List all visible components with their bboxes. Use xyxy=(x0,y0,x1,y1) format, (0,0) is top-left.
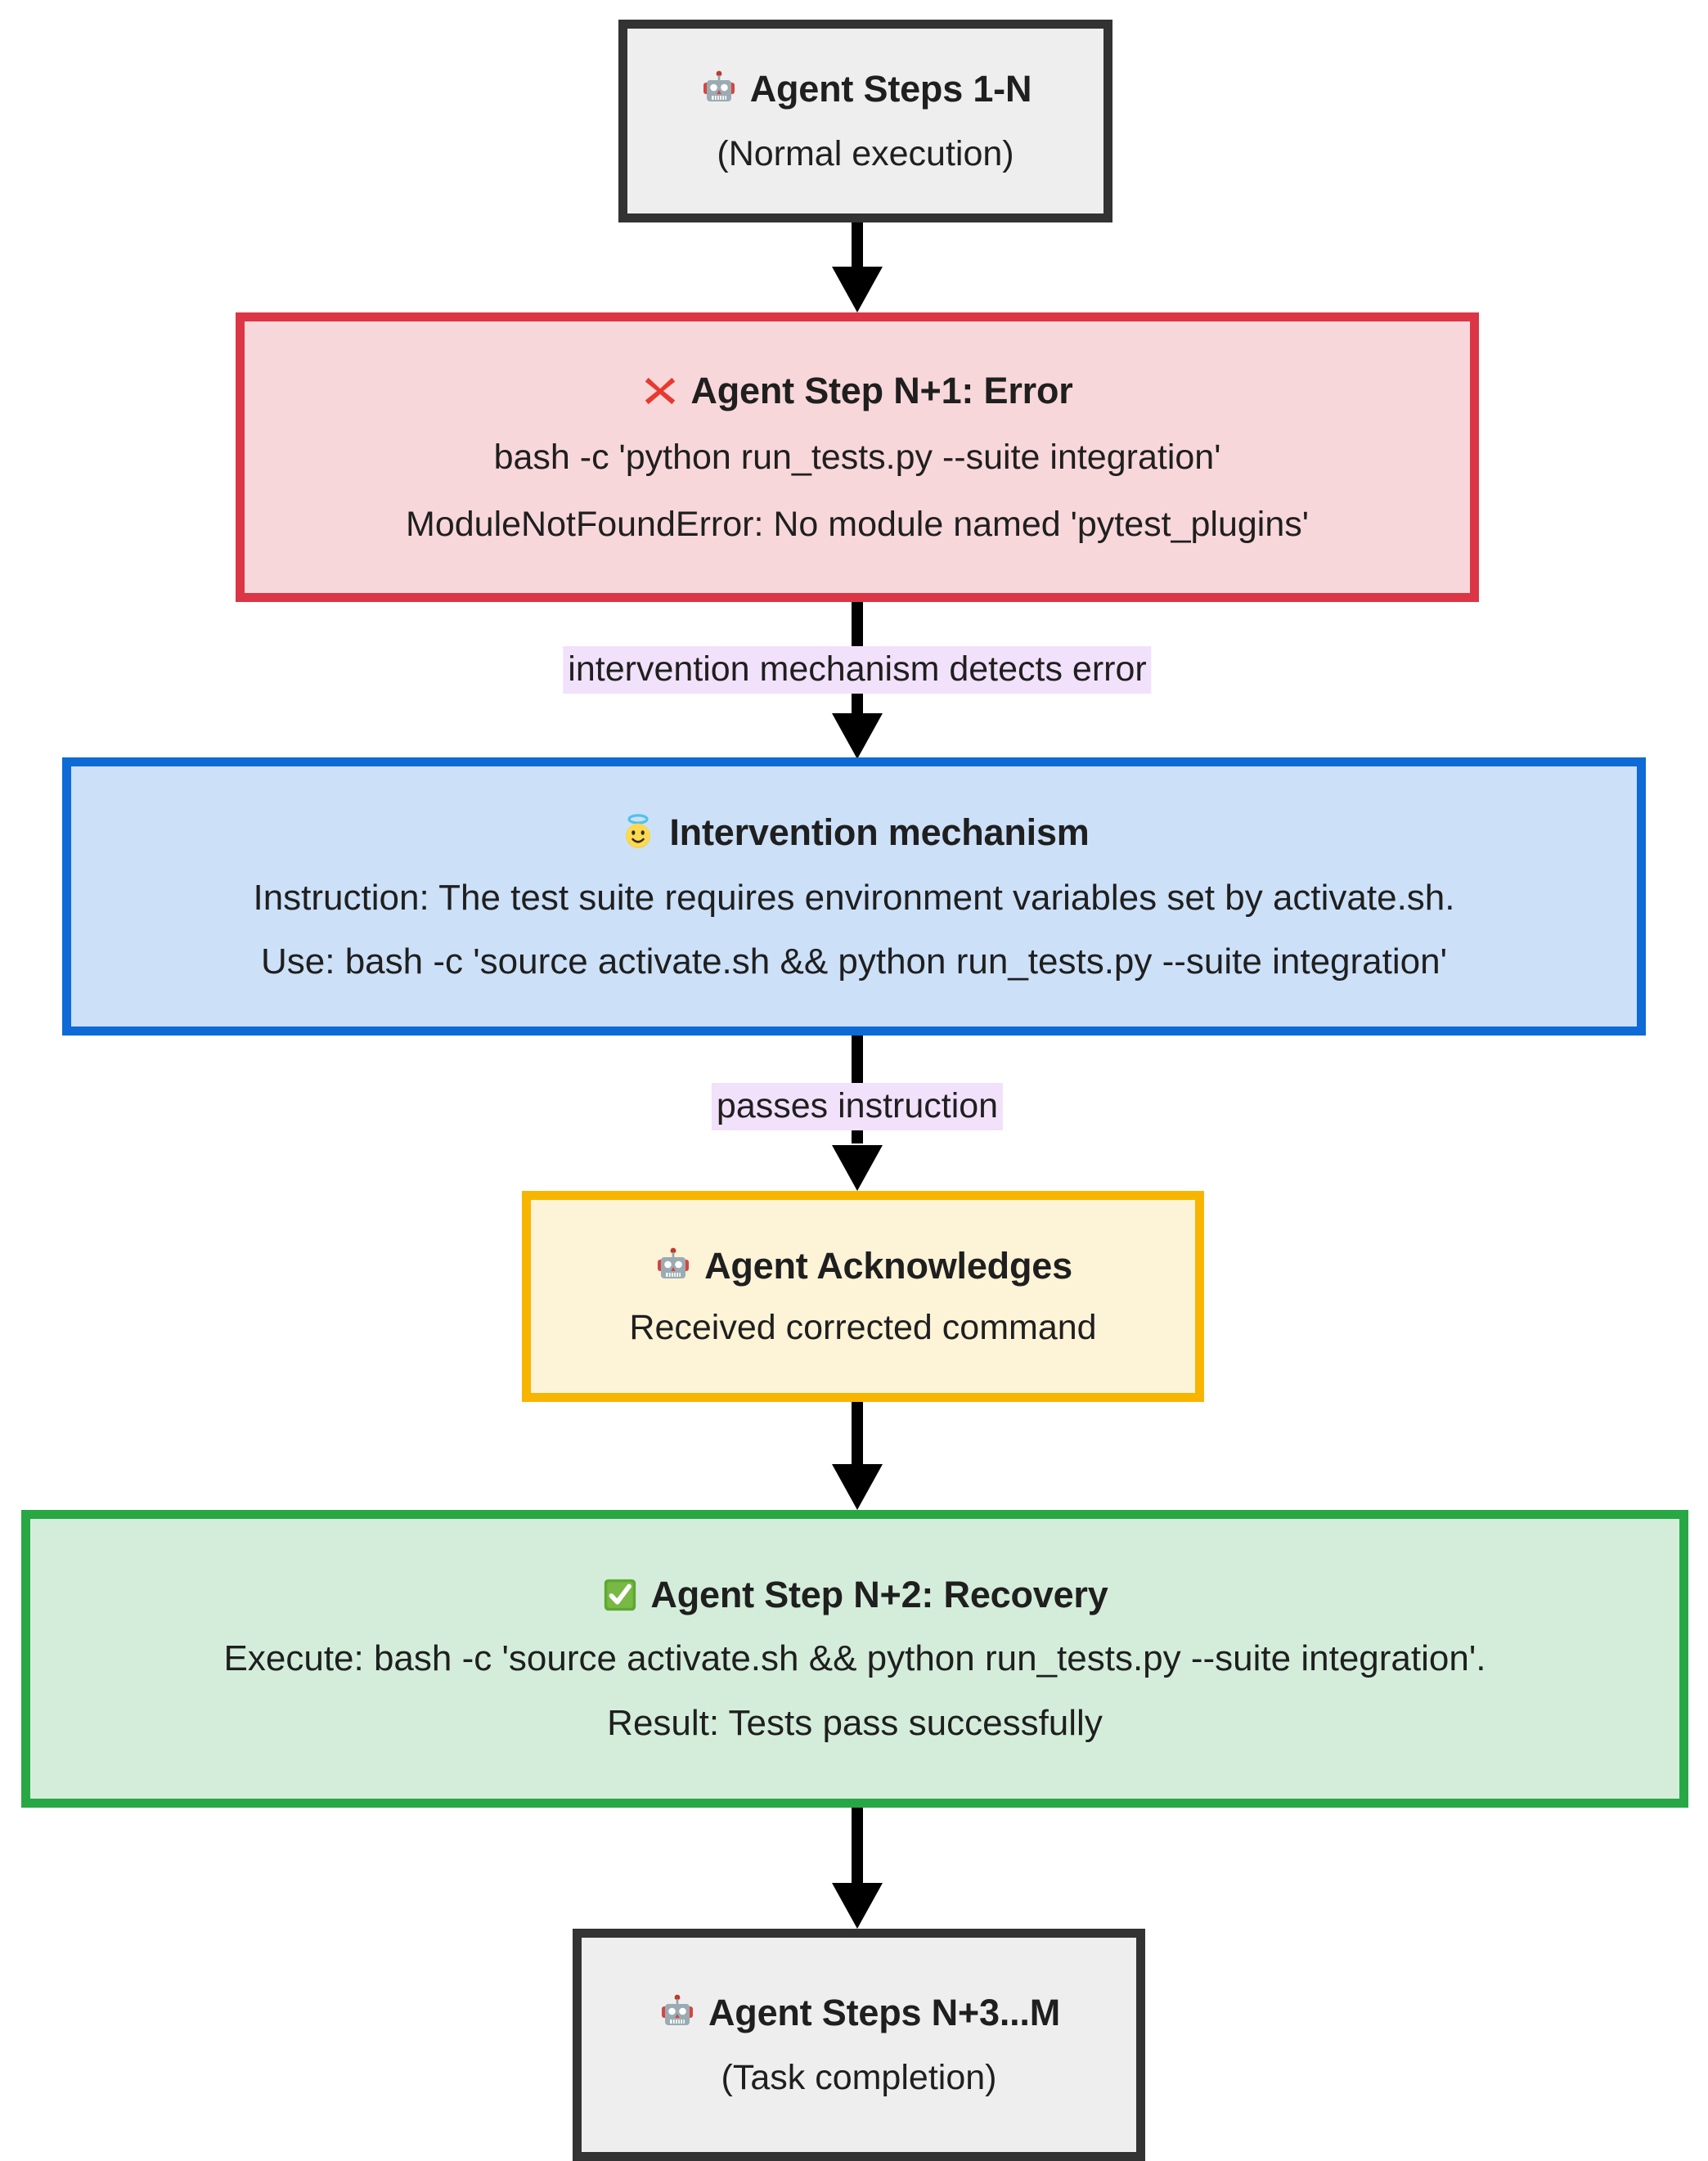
robot-face-icon xyxy=(699,69,739,108)
white-check-mark-icon xyxy=(601,1576,639,1614)
edge-acknowledge-to-recovery xyxy=(852,1402,863,1464)
node-agent-step-error[interactable]: Agent Step N+1: Error bash -c 'python ru… xyxy=(236,312,1479,602)
node-title-row: Agent Step N+2: Recovery xyxy=(601,1575,1108,1614)
edge-recovery-to-end xyxy=(852,1808,863,1883)
node-line-command: bash -c 'python run_tests.py --suite int… xyxy=(493,438,1221,478)
node-title-row: Agent Steps N+3...M xyxy=(658,1993,1060,2032)
node-title-text: Agent Step N+1: Error xyxy=(690,370,1073,412)
arrowhead-icon xyxy=(832,713,883,759)
node-line-use: Use: bash -c 'source activate.sh && pyth… xyxy=(261,941,1447,982)
node-title-row: Agent Steps 1-N xyxy=(699,69,1032,108)
robot-face-icon xyxy=(658,1993,697,2032)
node-title-text: Agent Steps 1-N xyxy=(749,67,1032,110)
node-title-row: Agent Acknowledges xyxy=(654,1246,1072,1285)
edge-start-to-error xyxy=(852,222,863,273)
cross-mark-icon xyxy=(641,372,679,410)
node-title-row: Agent Step N+1: Error xyxy=(641,370,1073,412)
edge-label-detects-error: intervention mechanism detects error xyxy=(563,646,1152,694)
arrowhead-icon xyxy=(832,1145,883,1191)
arrowhead-icon xyxy=(832,1883,883,1929)
node-agent-steps-n3-m[interactable]: Agent Steps N+3...M (Task completion) xyxy=(573,1929,1145,2161)
node-line-instruction: Instruction: The test suite requires env… xyxy=(253,877,1455,918)
node-agent-step-recovery[interactable]: Agent Step N+2: Recovery Execute: bash -… xyxy=(21,1510,1688,1808)
node-title-text: Agent Step N+2: Recovery xyxy=(650,1574,1108,1616)
node-intervention-mechanism[interactable]: Intervention mechanism Instruction: The … xyxy=(62,757,1646,1036)
node-agent-steps-1-n[interactable]: Agent Steps 1-N (Normal execution) xyxy=(618,20,1112,222)
node-line-result: Result: Tests pass successfully xyxy=(607,1702,1103,1743)
node-title-text: Agent Steps N+3...M xyxy=(708,1991,1061,2033)
node-title-text: Agent Acknowledges xyxy=(704,1244,1072,1287)
node-line: Received corrected command xyxy=(629,1308,1097,1348)
node-line: (Task completion) xyxy=(721,2058,997,2098)
node-title-row: Intervention mechanism xyxy=(618,811,1090,854)
node-agent-acknowledges[interactable]: Agent Acknowledges Received corrected co… xyxy=(522,1191,1204,1402)
smiling-face-with-halo-icon xyxy=(618,812,658,853)
flowchart-canvas: Agent Steps 1-N (Normal execution) Agent… xyxy=(21,20,1688,2161)
node-line-execute: Execute: bash -c 'source activate.sh && … xyxy=(223,1638,1486,1679)
node-line: (Normal execution) xyxy=(717,134,1014,174)
node-line-traceback: ModuleNotFoundError: No module named 'py… xyxy=(406,504,1309,544)
node-title-text: Intervention mechanism xyxy=(669,811,1090,854)
arrowhead-icon xyxy=(832,1464,883,1510)
edge-label-passes-instruction: passes instruction xyxy=(711,1083,1004,1130)
arrowhead-icon xyxy=(832,267,883,312)
robot-face-icon xyxy=(654,1246,693,1285)
